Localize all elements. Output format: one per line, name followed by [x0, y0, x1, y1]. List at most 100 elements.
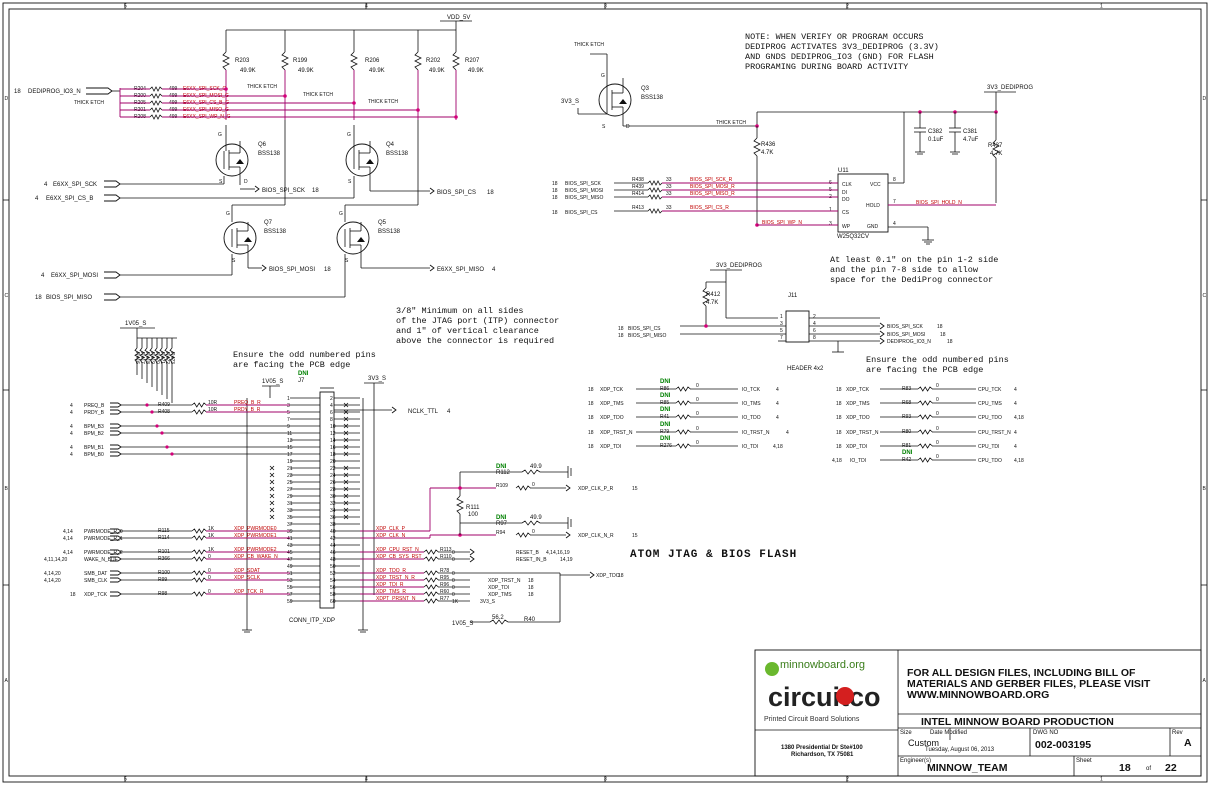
label: Sheet — [1076, 758, 1092, 764]
j7-left-page: 4 — [70, 403, 73, 409]
wire — [343, 472, 349, 478]
col-marker: 1 — [1100, 4, 1103, 10]
j7-left-value: 0 — [208, 575, 211, 581]
logo: minnowboard.org circuitco Printed Circui… — [764, 659, 881, 723]
j7-left-port: PWRMODE_R_2 — [84, 550, 123, 556]
wire — [343, 402, 349, 408]
row-marker: C — [5, 293, 9, 299]
no-connect-mark — [343, 514, 349, 520]
j7-right-resistor — [515, 485, 531, 491]
label: R203 — [235, 58, 250, 64]
j7-pin-odd: 43 — [287, 543, 293, 549]
bpm-resistor — [149, 347, 155, 363]
nclk-port: NCLK_TTL 4 — [334, 406, 451, 415]
label: 002-003195 — [1035, 739, 1091, 751]
col-marker: 4 — [365, 4, 368, 10]
label: and the pin 7-8 side to allow — [830, 265, 979, 275]
j7-right-ref: R78 — [440, 568, 449, 574]
j7-pin-even: 6 — [330, 410, 333, 416]
bpm-res-ref: R423 — [169, 352, 175, 364]
bios-spi-sck-net: BIOS_SPI_SCK — [262, 188, 305, 194]
cap-c381: C381 4.7uF — [949, 112, 979, 155]
label: 49.9K — [369, 68, 385, 74]
j7-pin-even: 44 — [330, 543, 336, 549]
port-flag — [110, 451, 122, 457]
no-connect-mark — [269, 479, 275, 485]
j7-left-page: 4,14 — [63, 529, 73, 535]
jtag-clearance-note: 3/8" Minimum on all sides of the JTAG po… — [396, 306, 559, 346]
j7-right-page: 15 — [632, 486, 638, 492]
j7-pin-even: 32 — [330, 501, 336, 507]
j7-pin-even: 54 — [330, 578, 336, 584]
label: BIOS_SPI_CS — [628, 326, 661, 332]
label: D — [244, 179, 248, 185]
level-shifter-block: VDD_5V R203 49.9K R199 49.9K R206 49.9K — [14, 15, 496, 301]
j7-right-net: XDP_CLK_P — [376, 526, 406, 532]
xdp-cpu-page: 18 — [836, 387, 842, 393]
j7-pin-odd: 13 — [287, 438, 293, 444]
no-connect-mark — [343, 430, 349, 436]
label: of — [1146, 766, 1151, 772]
dni-flag: DNI — [660, 422, 671, 428]
j7-left-resistor — [191, 591, 207, 597]
label: above the connector is required — [396, 336, 554, 346]
xdp-cpu-value: 0 — [936, 426, 939, 432]
wire — [343, 416, 349, 422]
label: Date Modified — [930, 730, 967, 736]
xdp-cpu-out-page: 4 — [1014, 387, 1017, 393]
label: 4 — [44, 182, 48, 188]
xdp-io-net: XDP_TCK — [600, 387, 624, 393]
port-flag — [110, 402, 122, 408]
xdp-cpu-out: CPU_TMS — [978, 401, 1003, 407]
junction — [150, 410, 154, 414]
label: 4 — [447, 409, 451, 415]
label: 4.7K — [990, 151, 1002, 157]
label: BIOS_SPI_CS_R — [690, 205, 729, 211]
j7-left-page: 4 — [70, 410, 73, 416]
label: R97 — [496, 521, 508, 527]
dni-flag: DNI — [660, 436, 671, 442]
j7-pin-odd: 23 — [287, 473, 293, 479]
j7-right-resistor — [423, 577, 439, 583]
label: MINNOW_TEAM — [927, 762, 1008, 774]
xdp-cpu-page: 18 — [836, 430, 842, 436]
label: R111 — [466, 505, 480, 511]
xdp-io-resistor — [675, 429, 691, 435]
label: DI — [842, 190, 847, 196]
j7-pin-even: 60 — [330, 599, 336, 605]
label: 8 — [893, 177, 896, 183]
dediprog-spacing-note: At least 0.1" on the pin 1-2 side and th… — [830, 255, 998, 285]
port-flag — [469, 555, 475, 563]
j7-right-value: 0 — [532, 529, 535, 535]
label: DEDIPROG_IO3_N — [887, 339, 931, 345]
j7-pin-odd: 59 — [287, 599, 293, 605]
vdd-5v-label: VDD_5V — [447, 15, 470, 21]
label: 4 — [813, 321, 816, 327]
label: 49.9K — [429, 68, 445, 74]
xdp-cpu-net: IO_TDI — [850, 458, 866, 464]
wire — [343, 444, 349, 450]
label: 18 — [618, 333, 624, 339]
j7-pin-even: 58 — [330, 592, 336, 598]
j7-left-value: 1K — [208, 533, 215, 539]
label: 4.7uF — [963, 137, 979, 143]
j7-pin-odd: 31 — [287, 501, 293, 507]
no-connect-mark — [343, 444, 349, 450]
label: space for the DediProg connector — [830, 275, 993, 285]
xdp-cpu-net: XDP_TDO — [846, 415, 870, 421]
j7-right-port: XDP_TDI — [488, 585, 509, 591]
dni-flag: DNI — [660, 393, 671, 399]
port-flag — [110, 444, 122, 450]
j7-left-net: XDP_CB_WAKE_N — [234, 554, 278, 560]
label: G — [347, 132, 351, 138]
j7-pin-odd: 37 — [287, 522, 293, 528]
xdp-cpu-page: 18 — [836, 444, 842, 450]
bpm-resistor — [154, 347, 160, 363]
bpm-resistor — [159, 347, 165, 363]
label: R199 — [293, 58, 308, 64]
j7-right-port: XDP_TDO — [596, 573, 620, 579]
xdp-io-out-page: 4 — [786, 430, 789, 436]
xdp-cpu-out-page: 4 — [1014, 444, 1017, 450]
left-ports: 4 E6XX_SPI_SCK 4 E6XX_SPI_CS_B 4 E6XX_SP… — [35, 120, 419, 301]
